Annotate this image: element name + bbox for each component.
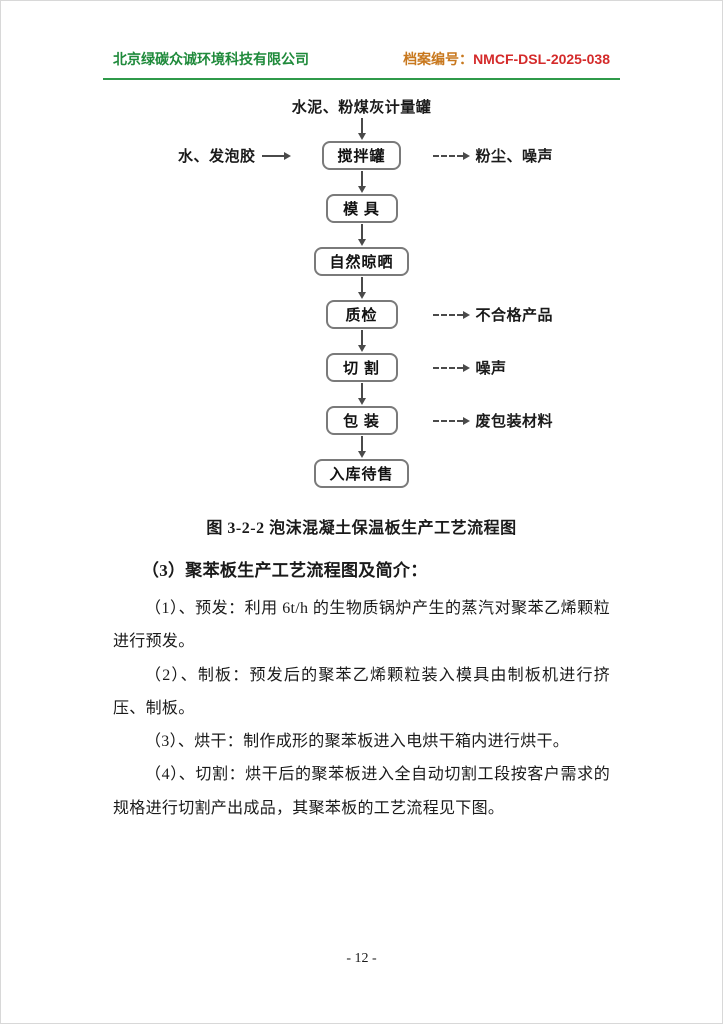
archive-number-block: 档案编号：NMCF-DSL-2025-038 (403, 49, 610, 69)
down-arrow-icon (357, 329, 366, 353)
flow-node-cutting: 切 割 (325, 353, 398, 382)
flow-output-waste-packaging: 废包装材料 (475, 414, 554, 430)
dashed-arrow-icon (432, 416, 470, 425)
header-divider (103, 78, 620, 80)
flow-node-quality-check: 质检 (325, 300, 398, 329)
page-footer: - 12 - (1, 951, 722, 967)
paragraph-board-making: （2）、制板：预发后的聚苯乙烯颗粒装入模具由制板机进行挤压、制板。 (113, 666, 610, 717)
down-arrow-icon (357, 117, 366, 141)
archive-label: 档案编号： (403, 51, 474, 67)
down-arrow-icon (357, 223, 366, 247)
flow-row-top-input: 水泥、粉煤灰计量罐 (1, 96, 722, 117)
flow-output-rejects: 不合格产品 (475, 308, 554, 324)
flow-row-mold: 模 具 (1, 194, 722, 223)
company-name: 北京绿碳众诚环境科技有限公司 (113, 51, 309, 67)
flow-row-cutting: 切 割 噪声 (1, 353, 722, 382)
flow-node-natural-drying: 自然晾晒 (314, 247, 409, 276)
flow-node-warehouse: 入库待售 (314, 459, 409, 488)
page-number: - 12 - (346, 951, 377, 966)
flow-row-packaging: 包 装 废包装材料 (1, 406, 722, 435)
flow-row-quality-check: 质检 不合格产品 (1, 300, 722, 329)
down-arrow-icon (357, 276, 366, 300)
flow-row-warehouse: 入库待售 (1, 459, 722, 488)
flow-node-mixing-tank: 搅拌罐 (322, 141, 401, 170)
body-content: （3）聚苯板生产工艺流程图及简介： （1）、预发：利用 6t/h 的生物质锅炉产… (1, 538, 722, 825)
paragraph-cutting: （4）、切割：烘干后的聚苯板进入全自动切割工段按客户需求的规格进行切割产出成品，… (113, 766, 610, 817)
flow-top-input-label: 水泥、粉煤灰计量罐 (291, 100, 432, 116)
flow-row-mixing-tank: 水、发泡胶 搅拌罐 粉尘、噪声 (1, 141, 722, 170)
down-arrow-icon (357, 382, 366, 406)
archive-value: NMCF-DSL-2025-038 (473, 51, 610, 67)
flow-node-mold: 模 具 (325, 194, 398, 223)
flow-node-packaging: 包 装 (325, 406, 398, 435)
flow-row-natural-drying: 自然晾晒 (1, 247, 722, 276)
flow-output-dust-noise: 粉尘、噪声 (475, 149, 554, 165)
flow-output-noise: 噪声 (475, 361, 507, 377)
dashed-arrow-icon (432, 363, 470, 372)
dashed-arrow-icon (432, 310, 470, 319)
process-flowchart: 水泥、粉煤灰计量罐 水、发泡胶 搅拌罐 (1, 96, 722, 488)
paragraph-drying: （3）、烘干：制作成形的聚苯板进入电烘干箱内进行烘干。 (145, 733, 570, 751)
figure-caption: 图 3-2-2 泡沫混凝土保温板生产工艺流程图 (206, 520, 517, 537)
section-heading: （3）聚苯板生产工艺流程图及简介： (141, 561, 428, 580)
page-header: 北京绿碳众诚环境科技有限公司 档案编号：NMCF-DSL-2025-038 (1, 1, 722, 69)
down-arrow-icon (357, 435, 366, 459)
down-arrow-icon (357, 170, 366, 194)
paragraph-prefoaming: （1）、预发：利用 6t/h 的生物质锅炉产生的蒸汽对聚苯乙烯颗粒进行预发。 (113, 600, 610, 651)
dashed-arrow-icon (432, 151, 470, 160)
flow-left-input-label: 水、发泡胶 (177, 149, 256, 165)
right-arrow-icon (261, 151, 291, 160)
